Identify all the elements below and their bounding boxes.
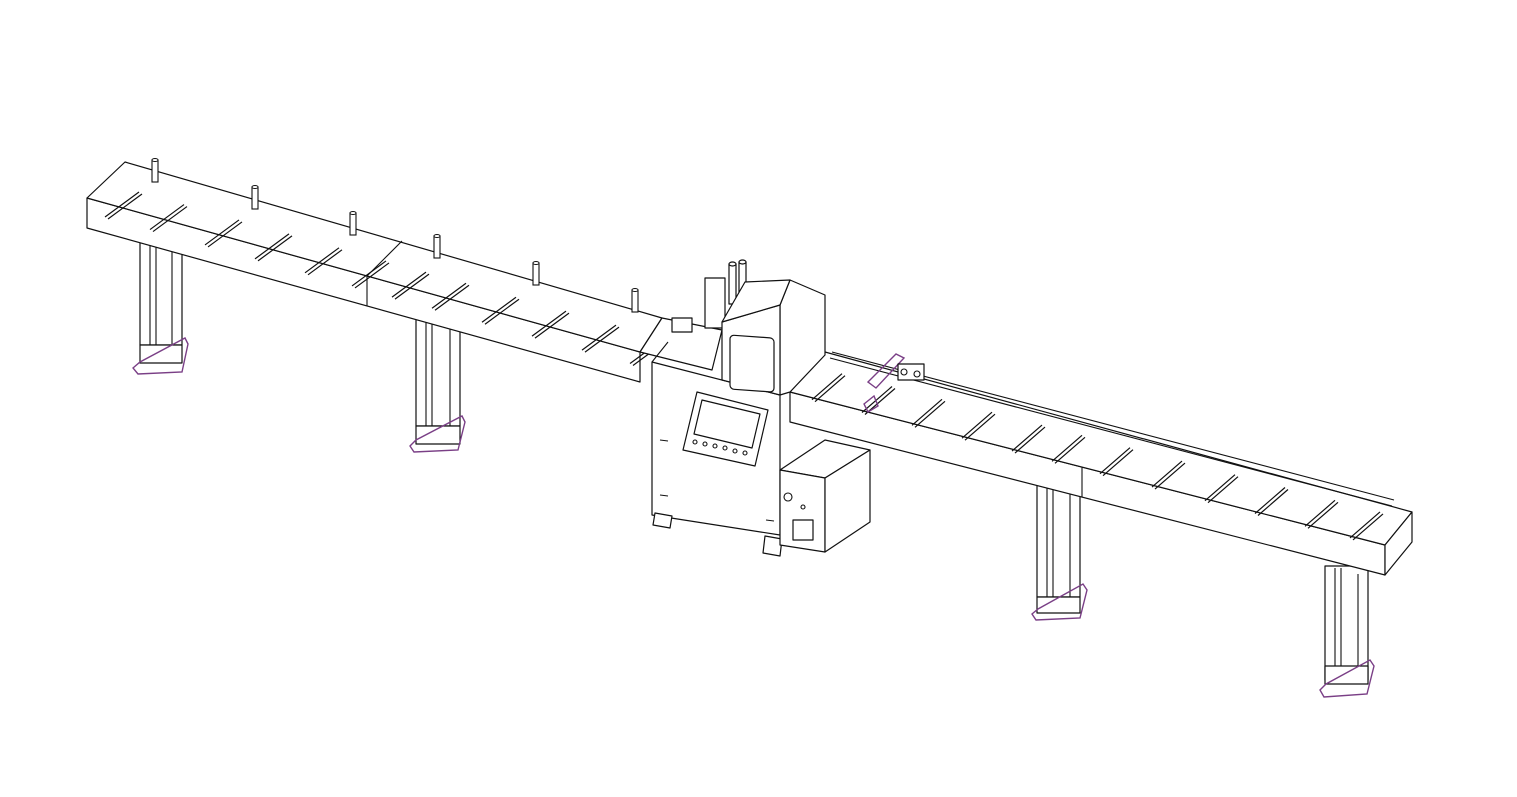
left-pins — [151, 158, 639, 313]
roller — [914, 400, 946, 428]
roller — [257, 235, 293, 262]
roller — [431, 282, 467, 309]
roller — [1014, 426, 1046, 454]
roller — [814, 375, 846, 403]
roller — [911, 398, 943, 426]
guide-pin — [349, 212, 357, 236]
right-leg-2 — [1319, 565, 1375, 698]
roller — [107, 193, 143, 220]
roller — [1254, 487, 1286, 514]
roller — [1011, 424, 1043, 452]
roller — [1257, 489, 1289, 516]
right-rollers — [811, 373, 1384, 541]
guide-pin-top — [433, 234, 441, 238]
roller — [152, 206, 188, 233]
roller — [1102, 449, 1134, 477]
roller — [307, 249, 343, 276]
left-leg-1-foot — [132, 337, 189, 375]
guide-pin-top — [251, 185, 259, 189]
guide-pin — [251, 186, 259, 210]
roller — [1099, 447, 1131, 475]
guide-pin — [532, 262, 540, 286]
measuring-rail — [829, 357, 1393, 507]
roller — [811, 373, 843, 401]
roller — [534, 312, 570, 339]
roller — [1054, 436, 1086, 464]
roller — [1204, 474, 1236, 502]
roller — [391, 271, 427, 298]
control-buttons[interactable] — [692, 439, 748, 456]
clamp-cylinders — [704, 259, 747, 329]
roller — [351, 260, 387, 287]
guide-pin-top — [151, 158, 159, 162]
roller — [1154, 462, 1186, 490]
left-leg-2 — [409, 317, 466, 453]
roller — [531, 310, 567, 337]
roller — [1349, 511, 1381, 539]
roller — [434, 284, 470, 311]
guide-pin — [151, 159, 159, 183]
roller — [394, 273, 430, 300]
roller — [207, 221, 243, 248]
roller — [149, 204, 185, 231]
roller — [1304, 499, 1336, 527]
guide-pin-top — [631, 288, 639, 292]
main-switch[interactable] — [792, 519, 814, 541]
control-screen[interactable] — [693, 399, 761, 449]
roller — [304, 247, 340, 274]
front-foot-left — [652, 512, 673, 529]
roller — [584, 326, 620, 353]
roller — [1207, 476, 1239, 504]
roller — [481, 296, 517, 323]
roller — [1307, 501, 1339, 529]
saw-window — [729, 334, 775, 393]
electrical-box-side — [824, 449, 871, 553]
roller — [581, 324, 617, 351]
roller — [1352, 513, 1384, 541]
roller — [204, 219, 240, 246]
roller — [861, 386, 893, 413]
saw-head-top — [721, 279, 791, 323]
roller — [484, 298, 520, 325]
guide-pin-top — [532, 261, 540, 265]
guide-pin-top — [349, 211, 357, 215]
roller — [961, 411, 993, 439]
right-leg-2-foot — [1319, 659, 1375, 698]
left-conveyor — [86, 158, 668, 383]
roller — [354, 262, 390, 289]
front-foot-right — [762, 535, 783, 557]
emergency-stop-icon[interactable] — [783, 492, 793, 502]
saw-machine — [639, 259, 871, 557]
roller — [104, 191, 140, 218]
roller — [1051, 434, 1083, 462]
right-leg-1 — [1031, 481, 1088, 621]
guide-pin — [433, 235, 441, 259]
roller — [254, 233, 290, 260]
left-leg-2-foot — [409, 415, 466, 453]
left-leg-1 — [132, 239, 189, 375]
roller — [1151, 460, 1183, 488]
roller — [964, 413, 996, 441]
length-stop — [863, 353, 925, 413]
right-conveyor — [789, 351, 1413, 576]
right-leg-1-foot — [1031, 583, 1088, 621]
guide-pin — [631, 289, 639, 313]
right-conveyor-end-face — [1384, 511, 1413, 576]
